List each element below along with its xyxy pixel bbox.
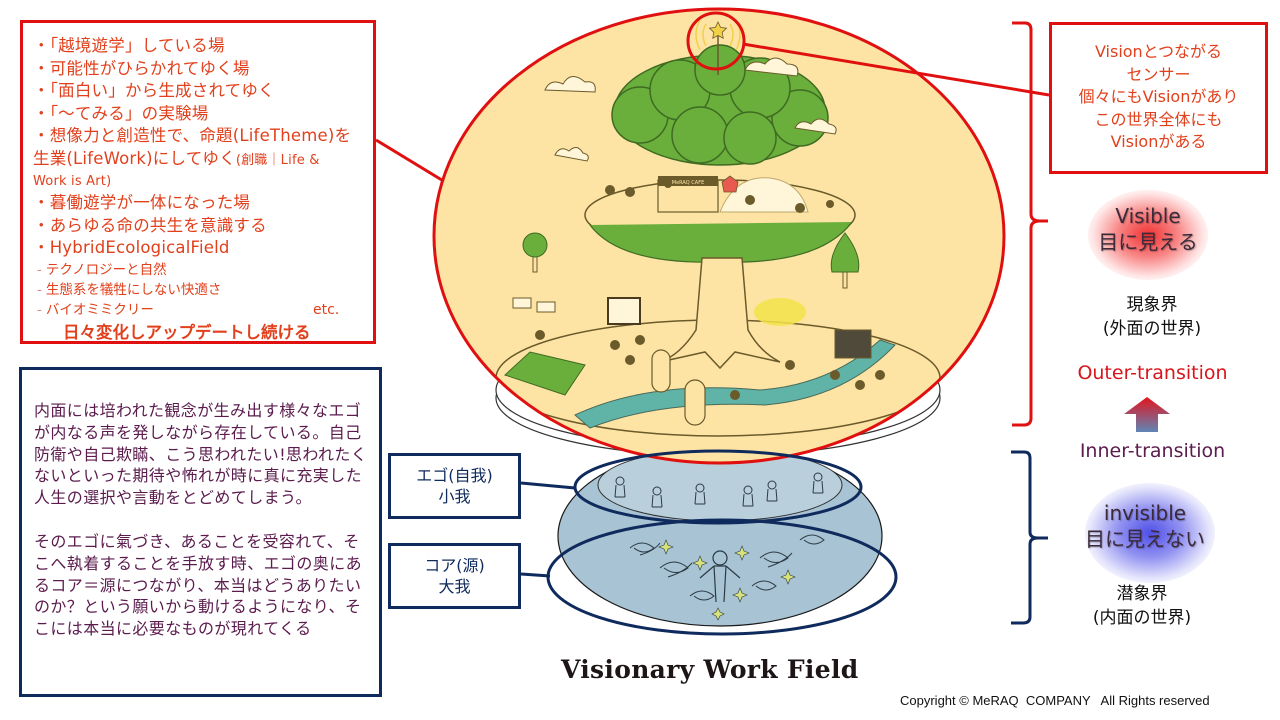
vision-line: Visionとつながる (1094, 42, 1223, 61)
latent-world-label: 潜象界 (内面の世界) (1092, 584, 1192, 628)
vision-line: センサー (1126, 64, 1191, 84)
vision-line: 個々にもVisionがあり (1078, 87, 1239, 106)
sub-item: -生態系を犠牲にしない快適さ (37, 281, 222, 298)
feature-item: ・あらゆる命の共生を意識する (33, 215, 267, 235)
vision-line: Visionがある (1110, 132, 1207, 151)
vision-sensor-box: Visionとつながる センサー 個々にもVisionがあり この世界全体にも … (1049, 22, 1268, 174)
ego-label-line1: エゴ(自我) (416, 466, 493, 485)
invisible-label: invisible 目に見えない (1065, 500, 1225, 552)
invisible-en: invisible (1103, 501, 1187, 525)
blackboard (834, 329, 872, 359)
ego-connector-line (520, 481, 576, 490)
ego-label-line2: 小我 (438, 487, 471, 506)
core-connector-line (520, 572, 551, 578)
ego-layer-label: エゴ(自我) 小我 (388, 453, 521, 519)
star-icon (708, 21, 728, 39)
vision-sensor-circle (686, 11, 746, 71)
feature-item-lifework: 生業(LifeWork)にしてゆく(創職｜Life & (33, 148, 373, 173)
invisible-bracket (1011, 450, 1048, 625)
vision-connector-line (742, 42, 1050, 97)
lifework-note: (創職｜Life & (235, 152, 320, 168)
satellite-icon (512, 297, 556, 313)
feature-item: ・暮働遊学が一体になった場 (33, 193, 251, 212)
feature-item: ・想像力と創造性で、命題(LifeTheme)を (33, 126, 352, 145)
geodesic-dome (719, 177, 809, 213)
info-pillars (651, 349, 706, 426)
ego-description-box: 内面には培われた観念が生み出す様々なエゴが内なる声を発しながら存在している。自己… (19, 367, 382, 697)
ego-paragraph-2: そのエゴに氣づき、あることを受容れて、そこへ執着することを手放す時、エゴの奥にあ… (34, 531, 363, 639)
glowing-pod (754, 298, 806, 326)
people-crowd (535, 180, 885, 400)
vegetable-field (504, 351, 586, 396)
lifework-main: 生業(LifeWork)にしてゆく (33, 148, 236, 168)
feature-item: ・HybridEcologicalField (33, 238, 230, 257)
side-tree-left (522, 232, 548, 273)
outer-world-sphere: MeRAQ CAFE (432, 7, 1006, 465)
outer-transition-label: Outer-transition (1077, 362, 1228, 384)
transition-arrow-up-icon (1124, 397, 1170, 432)
video-screen (607, 297, 641, 325)
ego-paragraph-1: 内面には培われた観念が生み出す様々なエゴが内なる声を発しながら存在している。自己… (34, 401, 368, 508)
copyright-notice: Copyright © MeRAQ COMPANY All Rights res… (900, 693, 1210, 708)
visible-glow (1088, 190, 1208, 280)
visible-en: Visible (1115, 204, 1181, 228)
cafe-sign: MeRAQ CAFE (672, 180, 704, 186)
field-features-box: ・「越境遊学」している場 ・可能性がひらかれてゆく場 ・「面白い」から生成されて… (20, 20, 376, 344)
feature-item: ・可能性がひらかれてゆく場 (33, 58, 250, 78)
invisible-jp: 目に見えない (1085, 527, 1205, 551)
ego-figures (614, 472, 824, 508)
sub-item: -テクノロジーと自然 (37, 261, 167, 278)
feature-item: ・「〜てみる」の実験場 (33, 103, 209, 123)
core-label-line1: コア(源) (424, 556, 485, 575)
visible-label: Visible 目に見える (1068, 203, 1228, 255)
sparkle-stars (658, 539, 796, 621)
invisible-glow (1085, 483, 1215, 583)
core-layer-label: コア(源) 大我 (388, 543, 521, 609)
feature-item: ・「越境遊学」している場 (33, 36, 225, 55)
side-tree-right (830, 232, 860, 289)
feature-item: ・「面白い」から生成されてゆく (33, 81, 275, 100)
inner-transition-label: Inner-transition (1079, 440, 1226, 462)
tree-trunk (659, 257, 781, 370)
clouds (544, 57, 837, 162)
galaxy-swirls (629, 534, 825, 601)
core-human-figure (699, 550, 741, 603)
inner-world-dome (557, 445, 883, 627)
lifework-note-cont: Work is Art) (33, 174, 112, 189)
features-connector-line (375, 138, 451, 187)
emphasis-text: 日々変化しアップデートし続ける (63, 322, 311, 342)
meraq-logo-icon (721, 175, 739, 193)
vision-line: この世界全体にも (1094, 109, 1223, 129)
core-label-line2: 大我 (438, 577, 471, 596)
visible-jp: 目に見える (1098, 230, 1198, 254)
visible-bracket (1012, 21, 1048, 427)
etc-label: etc. (313, 301, 340, 318)
diagram-title: Visionary Work Field (561, 655, 859, 684)
phenomenal-world-label: 現象界 (外面の世界) (1102, 295, 1202, 339)
